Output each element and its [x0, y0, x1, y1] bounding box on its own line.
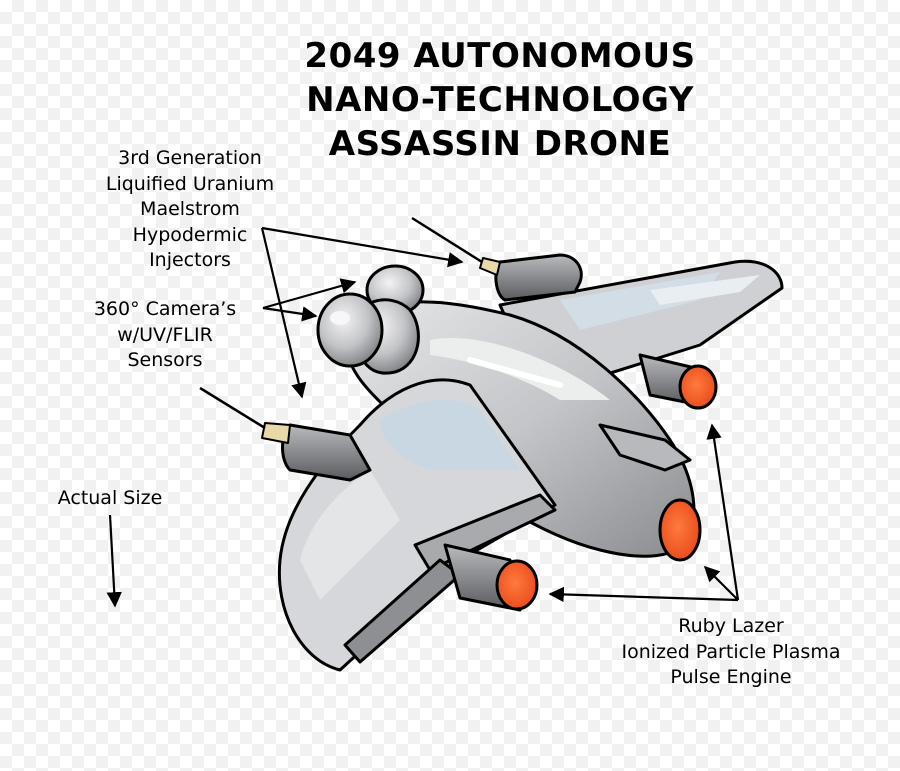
exhaust-nozzle [678, 364, 718, 410]
callout-line: Liquified Uranium [105, 172, 275, 195]
tail-fin [598, 423, 692, 472]
title-line: ASSASSIN DRONE [328, 124, 672, 164]
callout-injectors: 3rd Generation Liquified Uranium Maelstr… [85, 146, 295, 274]
title-line: 2049 AUTONOMOUS [304, 36, 696, 76]
drone [199, 216, 784, 672]
callout-line: Maelstrom [140, 198, 240, 220]
callout-actual-size: Actual Size [40, 486, 180, 512]
callout-line: 3rd Generation [118, 147, 262, 169]
arrow-engine-mid [703, 565, 739, 601]
lower-injector-pod [199, 386, 372, 482]
callout-line: w/UV/FLIR [117, 323, 213, 346]
arrow-actual-size [106, 514, 122, 608]
arrow-camera-upper [262, 278, 357, 310]
callout-line: Hypodermic [132, 223, 248, 246]
arrow-engine-top [706, 423, 740, 601]
arrow-engine-low [548, 586, 739, 603]
arrow-camera-lower [262, 306, 318, 322]
lower-exhaust-pod [443, 543, 539, 612]
callout-arrows [106, 226, 740, 608]
callout-cameras: 360° Camera’s w/UV/FLIR Sensors [80, 297, 250, 374]
camera-domes [316, 264, 425, 375]
diagram-title: 2049 AUTONOMOUS NANO-TECHNOLOGY ASSASSIN… [250, 34, 750, 166]
callout-line: 360° Camera’s [93, 298, 237, 320]
arrow-injector-upper [261, 226, 464, 268]
callout-line: Ionized Particle Plasma [621, 640, 841, 663]
callout-engine: Ruby Lazer Ionized Particle Plasma Pulse… [600, 614, 862, 691]
exhaust-nozzle [658, 498, 702, 562]
callout-line: Sensors [127, 349, 203, 371]
callout-line: Ruby Lazer [678, 615, 784, 637]
upper-injector-pod [411, 216, 583, 302]
exhaust-nozzle [495, 559, 539, 611]
title-line: NANO-TECHNOLOGY [306, 80, 694, 120]
callout-line: Actual Size [57, 487, 163, 509]
upper-exhaust-pod [638, 353, 718, 410]
callout-line: Pulse Engine [670, 666, 792, 688]
callout-line: Injectors [149, 249, 231, 271]
arrow-injector-lower [260, 227, 307, 399]
